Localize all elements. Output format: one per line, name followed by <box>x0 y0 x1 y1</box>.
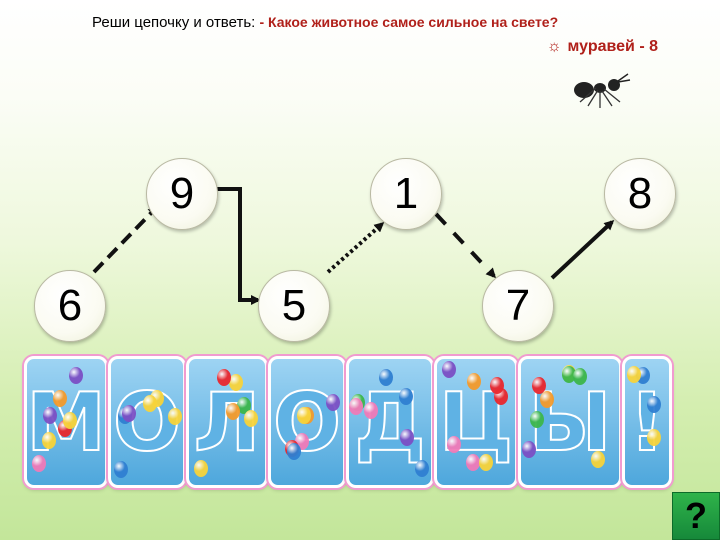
balloon-decoration <box>349 398 363 415</box>
balloon-decoration <box>415 460 429 477</box>
balloon-decoration <box>400 429 414 446</box>
banner-letter: О <box>108 356 186 488</box>
balloon-decoration <box>573 368 587 385</box>
banner-letter: Ы <box>518 356 622 488</box>
balloon-decoration <box>530 411 544 428</box>
arrow-7-to-8 <box>550 219 615 280</box>
banner-letter: О <box>268 356 346 488</box>
ant-icon <box>574 73 631 108</box>
chain-node-7[interactable]: 7 <box>482 270 554 342</box>
banner-letter: М <box>24 356 108 488</box>
balloon-decoration <box>63 412 77 429</box>
balloon-decoration <box>244 410 258 427</box>
question-text: - Какое животное самое сильное на свете? <box>259 14 559 30</box>
header: Реши цепочку и ответь: - Какое животное … <box>92 14 558 31</box>
chain-node-6[interactable]: 6 <box>34 270 106 342</box>
balloon-decoration <box>122 405 136 422</box>
balloon-decoration <box>447 436 461 453</box>
help-button[interactable]: ? <box>672 492 720 540</box>
banner-letter: Д <box>346 356 434 488</box>
well-done-banner: М О Л О Д Ц Ы ! <box>24 356 704 488</box>
balloon-decoration <box>114 461 128 478</box>
balloon-decoration <box>540 391 554 408</box>
arrow-9-to-5 <box>217 187 261 305</box>
chain-node-9[interactable]: 9 <box>146 158 218 230</box>
balloon-decoration <box>194 460 208 477</box>
balloon-decoration <box>326 394 340 411</box>
instruction-text: Реши цепочку и ответь: <box>92 14 256 31</box>
balloon-decoration <box>217 369 231 386</box>
balloon-decoration <box>442 361 456 378</box>
balloon-decoration <box>287 443 301 460</box>
balloon-decoration <box>466 454 480 471</box>
balloon-decoration <box>53 390 67 407</box>
chain-node-5[interactable]: 5 <box>258 270 330 342</box>
balloon-decoration <box>168 408 182 425</box>
balloon-decoration <box>364 402 378 419</box>
banner-letter: Л <box>186 356 268 488</box>
banner-letter: ! <box>622 356 672 488</box>
balloon-decoration <box>467 373 481 390</box>
balloon-decoration <box>379 369 393 386</box>
sun-icon: ☼ <box>546 38 562 55</box>
chain-node-8[interactable]: 8 <box>604 158 676 230</box>
balloon-decoration <box>69 367 83 384</box>
arrow-6-to-9 <box>92 205 159 274</box>
balloon-decoration <box>43 407 57 424</box>
balloon-decoration <box>143 395 157 412</box>
balloon-decoration <box>226 403 240 420</box>
balloon-decoration <box>42 432 56 449</box>
balloon-decoration <box>229 374 243 391</box>
banner-letter: Ц <box>434 356 518 488</box>
arrow-1-to-7 <box>434 212 497 279</box>
balloon-decoration <box>647 429 661 446</box>
balloon-decoration <box>627 366 641 383</box>
balloon-decoration <box>237 397 251 414</box>
balloon-decoration <box>647 396 661 413</box>
balloon-decoration <box>532 377 546 394</box>
balloon-decoration <box>479 454 493 471</box>
answer: ☼ муравей - 8 <box>547 38 658 56</box>
balloon-decoration <box>399 388 413 405</box>
balloon-decoration <box>490 377 504 394</box>
arrow-5-to-1 <box>326 222 385 274</box>
balloon-decoration <box>562 366 576 383</box>
balloon-decoration <box>591 451 605 468</box>
answer-text: муравей - 8 <box>567 38 658 55</box>
balloon-decoration <box>297 407 311 424</box>
balloon-decoration <box>522 441 536 458</box>
chain-node-1[interactable]: 1 <box>370 158 442 230</box>
balloon-decoration <box>32 455 46 472</box>
